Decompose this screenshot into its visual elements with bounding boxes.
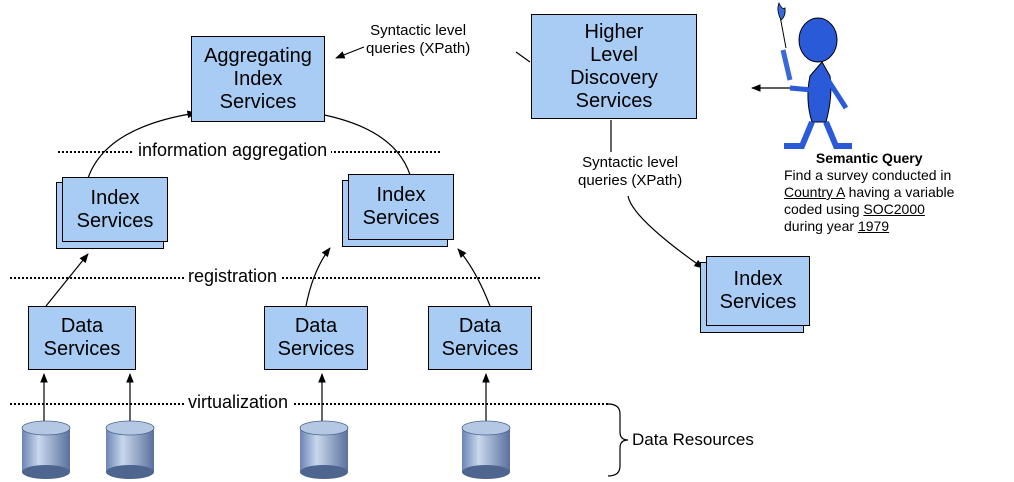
syntactic-query-label-bottom: Syntactic level queries (XPath) xyxy=(578,154,683,189)
database-cylinder-4 xyxy=(461,420,511,479)
year-text: 1979 xyxy=(857,218,890,234)
index-services-box-3: Index Services xyxy=(706,256,810,326)
database-cylinder-1 xyxy=(21,420,71,479)
registration-label: registration xyxy=(184,266,282,287)
data-services-label: Data Services xyxy=(441,315,519,360)
data-services-box-1: Data Services xyxy=(28,306,136,370)
semantic-query-line-3: coded using SOC2000 xyxy=(784,201,925,217)
user-figure xyxy=(777,1,852,149)
aggregating-index-services-box: Aggregating Index Services xyxy=(191,36,325,122)
semantic-query-title: Semantic Query xyxy=(815,150,923,166)
virtualization-label: virtualization xyxy=(184,392,293,413)
data-resources-label: Data Resources xyxy=(632,430,754,449)
connector-arrows xyxy=(40,46,790,424)
index-services-label: Index Services xyxy=(719,268,797,313)
country-a-text: Country A xyxy=(784,184,845,200)
data-resources-brace xyxy=(607,403,629,477)
syntactic-query-label-top: Syntactic level queries (XPath) xyxy=(366,22,471,57)
index-services-box-1: Index Services xyxy=(62,177,168,242)
data-services-box-2: Data Services xyxy=(264,306,368,370)
index-services-label: Index Services xyxy=(76,186,154,232)
arrow-query-to-index3 xyxy=(627,195,704,269)
index-services-box-2: Index Services xyxy=(348,174,454,240)
index-services-label: Index Services xyxy=(362,184,440,229)
arrow-query-to-aggregating xyxy=(335,46,365,59)
semantic-query-line-2: Country A having a variable xyxy=(784,184,955,200)
information-aggregation-label: information aggregation xyxy=(134,140,332,161)
arrow-index2-to-aggregating xyxy=(313,110,413,183)
soc2000-text: SOC2000 xyxy=(863,201,925,217)
semantic-query-note: Semantic Query Find a survey conducted i… xyxy=(784,150,954,235)
database-cylinder-3 xyxy=(299,420,349,479)
arrow-data3-to-index2 xyxy=(457,248,491,307)
semantic-query-line-1: Find a survey conducted in xyxy=(784,167,952,183)
data-services-label: Data Services xyxy=(43,315,121,360)
data-services-box-3: Data Services xyxy=(428,306,532,370)
data-services-label: Data Services xyxy=(277,315,355,360)
arrow-data2-to-index2 xyxy=(305,247,331,307)
semantic-query-line-4: during year 1979 xyxy=(784,218,890,234)
arrow-data1-to-index1 xyxy=(45,253,89,307)
connector-higher-to-query-label xyxy=(515,51,531,63)
higher-level-discovery-services-box: Higher Level Discovery Services xyxy=(531,14,697,119)
data-resources-cylinders xyxy=(21,420,511,479)
arrow-index1-to-aggregating xyxy=(85,110,197,186)
aggregating-index-services-label: Aggregating Index Services xyxy=(204,44,312,113)
higher-level-discovery-services-label: Higher Level Discovery Services xyxy=(570,20,658,112)
database-cylinder-2 xyxy=(105,420,155,479)
